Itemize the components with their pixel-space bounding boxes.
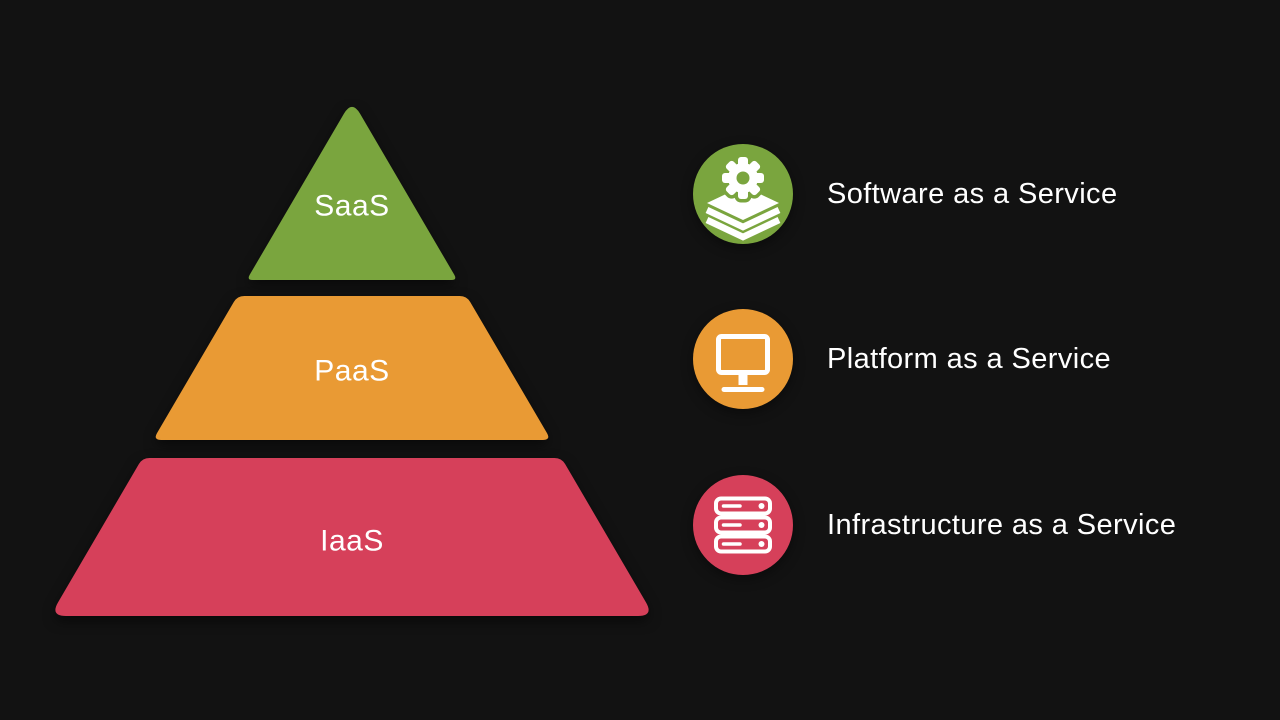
pyramid-layer-iaas — [55, 458, 649, 616]
pyramid-layer-label-iaas: IaaS — [320, 525, 384, 558]
legend-label-iaas: Infrastructure as a Service — [827, 508, 1177, 541]
monitor-icon — [693, 309, 793, 409]
monitor-glyph — [716, 334, 770, 392]
gear-layers-icon — [693, 144, 793, 244]
pyramid-layer-paas — [155, 296, 549, 440]
icon-circle — [693, 475, 793, 575]
legend-row-saas: Software as a Service — [693, 144, 1117, 244]
gear-hole — [736, 171, 750, 185]
server-glyph — [714, 496, 772, 554]
pyramid-layer-saas — [248, 106, 456, 281]
legend-row-iaas: Infrastructure as a Service — [693, 475, 1176, 575]
legend-label-paas: Platform as a Service — [827, 342, 1111, 375]
icon-circle — [693, 309, 793, 409]
gear-glyph — [718, 153, 768, 203]
pyramid-layer-label-paas: PaaS — [314, 355, 389, 388]
legend-label-saas: Software as a Service — [827, 177, 1118, 210]
server-stack-icon — [693, 475, 793, 575]
pyramid-layer-label-saas: SaaS — [314, 190, 389, 223]
legend-row-paas: Platform as a Service — [693, 309, 1111, 409]
